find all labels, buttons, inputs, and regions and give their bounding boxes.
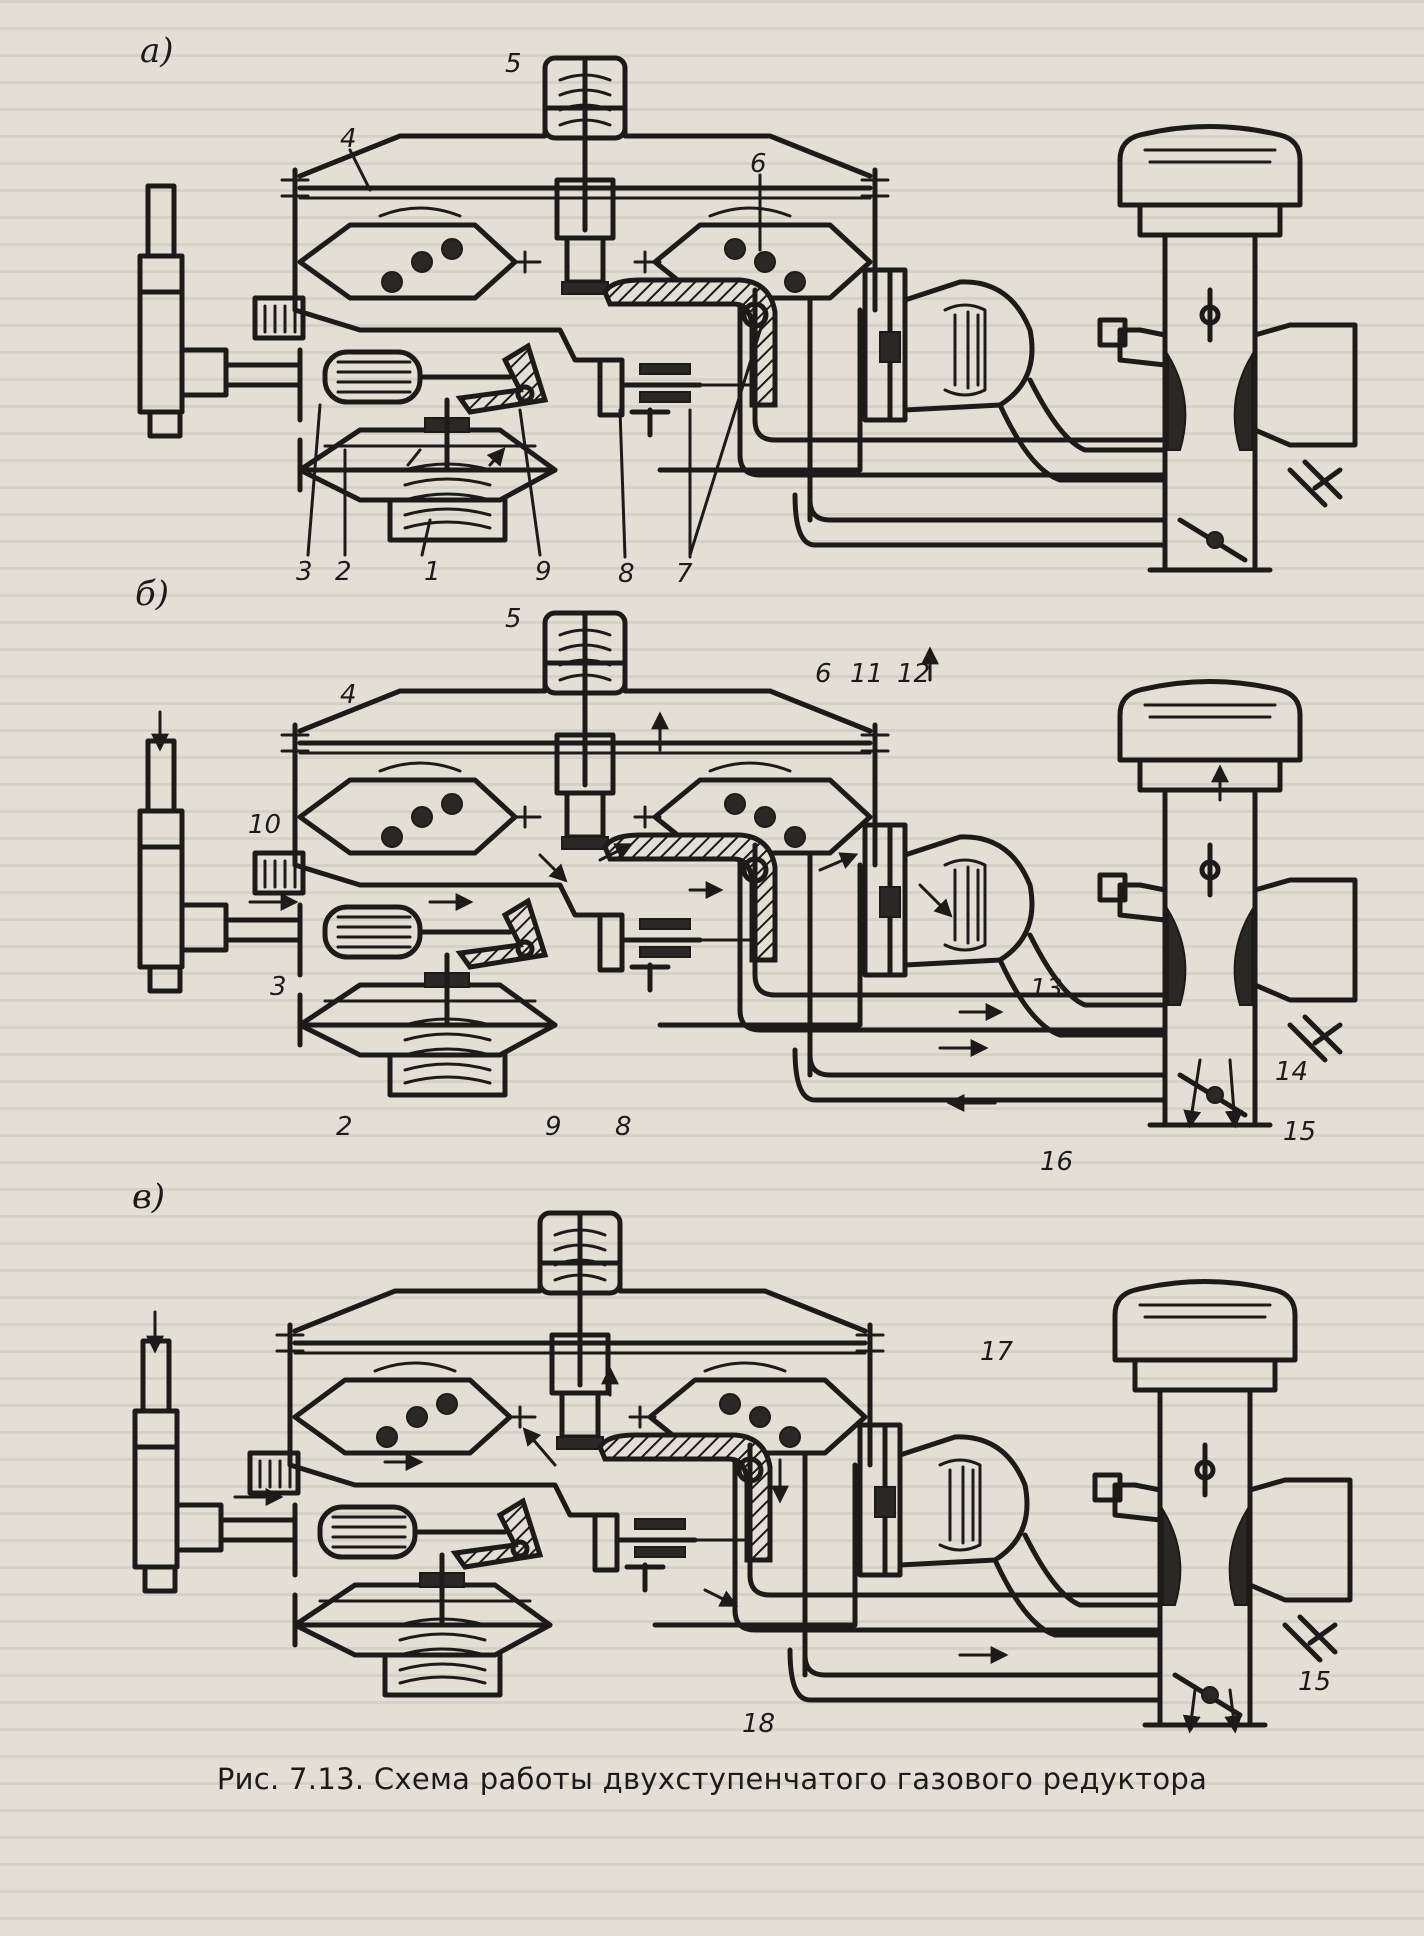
callout-a-2: 2	[335, 557, 352, 587]
callout-a-4: 4	[340, 124, 357, 154]
callout-v-17: 17	[980, 1337, 1014, 1367]
callout-b-11: 11	[850, 659, 883, 689]
callout-b-5: 5	[505, 604, 522, 634]
callout-a-6: 6	[750, 149, 767, 179]
callout-a-8: 8	[618, 559, 635, 589]
callout-b-4: 4	[340, 680, 357, 710]
panel-v-label: в)	[132, 1177, 165, 1217]
callout-b-16: 16	[1040, 1147, 1073, 1177]
callouts-b: 2 3 4 5 6 8 9 10 11 12 13 14 15 16	[248, 604, 1316, 1177]
panel-b: б) 2 3 4	[135, 574, 1355, 1177]
pressure-arrows-a	[406, 450, 503, 465]
callout-b-13: 13	[1030, 974, 1063, 1004]
callouts-a: 1 2 3 4 5 6 7 8 9	[296, 49, 767, 589]
callout-a-7: 7	[676, 559, 693, 589]
callout-b-6: 6	[815, 659, 832, 689]
callout-b-2: 2	[336, 1112, 353, 1142]
callout-a-3: 3	[296, 557, 313, 587]
callout-a-9: 9	[535, 557, 552, 587]
callout-a-5: 5	[505, 49, 522, 79]
callout-b-12: 12	[897, 659, 930, 689]
flow-arrows-v	[146, 1310, 1243, 1734]
callout-b-8: 8	[615, 1112, 632, 1142]
callout-b-9: 9	[545, 1112, 562, 1142]
callouts-v: 15 17 18	[742, 1337, 1331, 1739]
panel-b-label: б)	[135, 574, 169, 614]
callout-b-3: 3	[270, 972, 287, 1002]
callout-v-18: 18	[742, 1709, 775, 1739]
flow-arrows-b	[151, 646, 1243, 1129]
panel-v: в) 15 17 18	[132, 1177, 1350, 1739]
callout-b-14: 14	[1275, 1057, 1308, 1087]
reducer-drawing-v	[135, 1213, 1350, 1725]
reducer-drawing-a	[140, 58, 1355, 570]
reducer-drawing-b	[140, 613, 1355, 1125]
callout-b-15: 15	[1283, 1117, 1316, 1147]
callout-b-10: 10	[248, 810, 281, 840]
figure-caption: Рис. 7.13. Схема работы двухступенчатого…	[216, 1762, 1208, 1796]
callout-v-15: 15	[1298, 1667, 1331, 1697]
callout-a-1: 1	[424, 557, 441, 587]
panel-a-label: а)	[140, 31, 174, 71]
panel-a: а) 1 2 3 4 5 6 7 8 9	[140, 31, 1355, 589]
